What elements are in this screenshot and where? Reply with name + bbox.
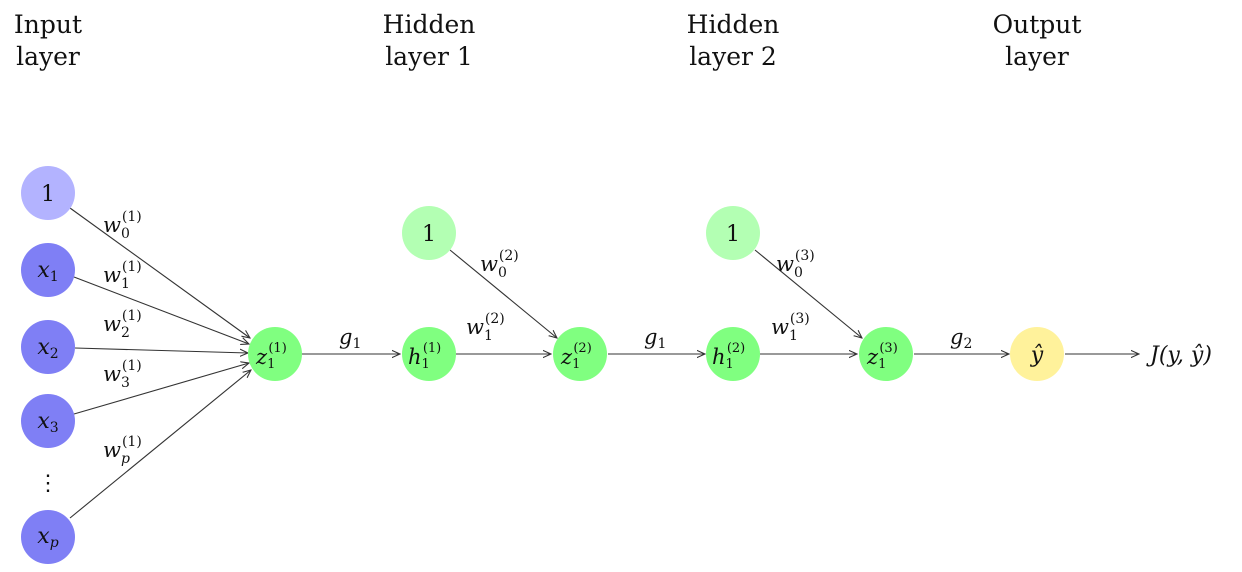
z1-2-label: z1(2) <box>560 341 592 372</box>
input-layer-nodes: 1 x1 x2 x3 ⋮ xp <box>21 166 75 564</box>
z1-1-label: z1(1) <box>255 341 287 372</box>
input-bias-label: 1 <box>41 182 55 207</box>
edge-x3-to-z1 <box>73 363 249 415</box>
h1-2-label: h1(2) <box>712 341 745 372</box>
edge-x1-to-z1 <box>73 276 249 344</box>
z1-3-node <box>859 327 913 381</box>
activation-g1-first: g1 <box>339 325 361 352</box>
weight-w2-1: w2(1) <box>103 308 142 341</box>
edge-bias1-to-z2 <box>449 249 557 338</box>
header-input-layer: Input layer <box>14 10 82 71</box>
input-x1-label: x1 <box>37 258 58 285</box>
weight-w1-2: w1(2) <box>466 311 505 344</box>
input-node-x2 <box>21 320 75 374</box>
yhat-label: ŷ <box>1030 343 1044 368</box>
edge-bias-to-z1 <box>69 207 250 338</box>
hidden2-bias-label: 1 <box>726 222 740 247</box>
hidden1-bias-label: 1 <box>422 222 436 247</box>
header-hidden2-line1: Hidden <box>687 10 780 39</box>
weight-w1-1: w1(1) <box>103 259 142 292</box>
header-input-line2: layer <box>16 42 80 71</box>
edge-xp-to-z1 <box>69 370 251 519</box>
edges <box>69 207 1139 519</box>
header-hidden1-line1: Hidden <box>383 10 476 39</box>
input-node-xp <box>21 510 75 564</box>
input-xp-label: xp <box>37 524 58 551</box>
weight-w0-3: w0(3) <box>776 248 815 281</box>
header-input-line1: Input <box>14 10 82 39</box>
output-layer: ŷ J(y, ŷ) <box>1010 327 1212 381</box>
h1-1-label: h1(1) <box>408 341 441 372</box>
h1-2-node <box>706 327 760 381</box>
header-output-line1: Output <box>993 10 1082 39</box>
header-hidden1-line2: layer 1 <box>385 42 473 71</box>
hidden-layer-2: 1 h1(2) w0(3) w1(3) z1(3) g2 <box>706 206 972 381</box>
header-hidden-layer-2: Hidden layer 2 <box>687 10 780 71</box>
weight-w0-1: w0(1) <box>103 209 142 242</box>
weight-w0-2: w0(2) <box>480 248 519 281</box>
h1-1-node <box>402 327 456 381</box>
loss-label: J(y, ŷ) <box>1146 343 1212 368</box>
weight-w3-1: w3(1) <box>103 358 142 391</box>
z1-1-node <box>248 327 302 381</box>
layer1-weight-labels: w0(1) w1(1) w2(1) w3(1) wp(1) <box>103 209 142 467</box>
input-ellipsis: ⋮ <box>37 471 59 496</box>
yhat-node <box>1010 327 1064 381</box>
input-x2-label: x2 <box>37 335 58 362</box>
input-node-x1 <box>21 243 75 297</box>
activation-g1-second: g1 <box>644 325 666 352</box>
header-hidden2-line2: layer 2 <box>689 42 777 71</box>
edge-x2-to-z1 <box>74 347 248 353</box>
weight-w1-3: w1(3) <box>771 311 810 344</box>
hidden-layer-1: z1(1) g1 1 h1(1) w0(2) w1(2) z1(2) g1 <box>248 206 666 381</box>
header-output-layer: Output layer <box>993 10 1082 71</box>
hidden1-bias-node <box>402 206 456 260</box>
input-bias-node <box>21 166 75 220</box>
input-node-x3 <box>21 394 75 448</box>
header-hidden-layer-1: Hidden layer 1 <box>383 10 476 71</box>
z1-3-label: z1(3) <box>866 341 898 372</box>
weight-wp-1: wp(1) <box>103 434 142 467</box>
activation-g2: g2 <box>950 325 972 352</box>
hidden2-bias-node <box>706 206 760 260</box>
header-output-line2: layer <box>1005 42 1069 71</box>
edge-bias2-to-z3 <box>754 249 862 338</box>
input-x3-label: x3 <box>37 409 58 436</box>
z1-2-node <box>553 327 607 381</box>
